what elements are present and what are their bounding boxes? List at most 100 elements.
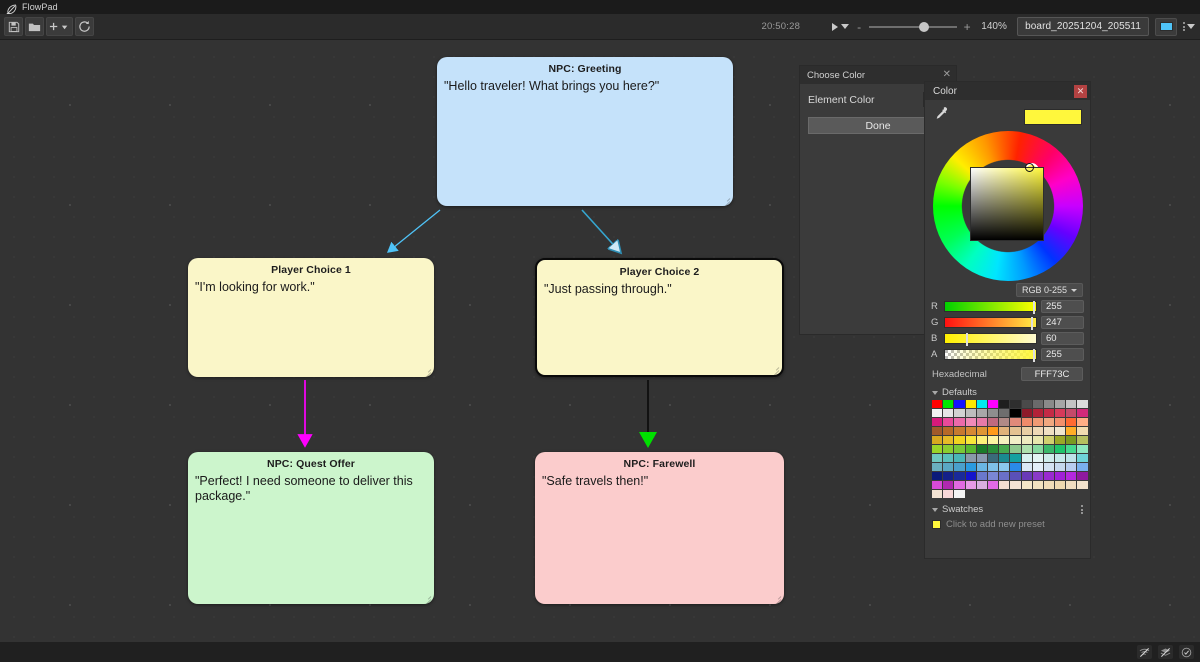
color-swatch[interactable] xyxy=(1010,436,1021,444)
color-swatch[interactable] xyxy=(1043,472,1055,480)
eyedropper-icon[interactable] xyxy=(933,106,949,127)
kebab-menu-icon[interactable] xyxy=(1081,505,1083,514)
color-swatch[interactable] xyxy=(1010,454,1021,462)
color-swatch[interactable] xyxy=(954,445,965,453)
color-swatch[interactable] xyxy=(1010,481,1021,489)
color-swatch[interactable] xyxy=(954,418,965,426)
color-swatch[interactable] xyxy=(1055,427,1066,435)
node-card[interactable]: NPC: Greeting"Hello traveler! What bring… xyxy=(437,57,733,206)
color-swatch[interactable] xyxy=(1077,409,1088,417)
color-swatch[interactable] xyxy=(1066,454,1077,462)
color-swatch[interactable] xyxy=(1055,445,1066,453)
color-swatch[interactable] xyxy=(1043,400,1055,408)
color-swatch[interactable] xyxy=(976,409,987,417)
color-swatch[interactable] xyxy=(943,445,954,453)
color-swatch[interactable] xyxy=(1032,436,1043,444)
color-swatch[interactable] xyxy=(976,445,987,453)
color-swatch[interactable] xyxy=(976,481,987,489)
color-swatch[interactable] xyxy=(1010,445,1021,453)
layers-off-icon[interactable] xyxy=(1158,645,1173,659)
node-card[interactable]: Player Choice 2"Just passing through." xyxy=(535,258,784,377)
color-swatch[interactable] xyxy=(932,427,943,435)
color-swatch[interactable] xyxy=(1066,427,1077,435)
play-icon[interactable] xyxy=(832,22,839,31)
kebab-menu-icon[interactable] xyxy=(1183,22,1195,31)
color-swatch[interactable] xyxy=(987,463,999,471)
color-swatch[interactable] xyxy=(965,427,976,435)
color-swatch[interactable] xyxy=(965,463,976,471)
color-swatch[interactable] xyxy=(954,400,965,408)
color-swatch[interactable] xyxy=(976,400,987,408)
chevron-down-icon[interactable] xyxy=(841,24,850,29)
color-swatch[interactable] xyxy=(932,472,943,480)
color-swatch[interactable] xyxy=(1077,445,1088,453)
color-swatch[interactable] xyxy=(1032,427,1043,435)
color-swatch[interactable] xyxy=(1077,454,1088,462)
color-swatch[interactable] xyxy=(976,454,987,462)
color-swatch[interactable] xyxy=(1021,418,1032,426)
color-swatch[interactable] xyxy=(976,436,987,444)
resize-handle[interactable] xyxy=(423,367,431,375)
zoom-slider[interactable] xyxy=(869,21,958,32)
color-swatch[interactable] xyxy=(1077,400,1088,408)
color-swatch[interactable] xyxy=(1032,472,1043,480)
color-swatch[interactable] xyxy=(965,445,976,453)
zoom-in-button[interactable]: + xyxy=(963,19,971,34)
color-swatch[interactable] xyxy=(1077,436,1088,444)
hexadecimal-field[interactable]: FFF73C xyxy=(1021,367,1083,381)
color-swatch[interactable] xyxy=(1043,427,1055,435)
color-swatch[interactable] xyxy=(943,418,954,426)
color-swatch[interactable] xyxy=(999,445,1010,453)
color-swatch[interactable] xyxy=(965,472,976,480)
color-swatch[interactable] xyxy=(932,463,943,471)
color-swatch[interactable] xyxy=(1066,409,1077,417)
color-swatch[interactable] xyxy=(1032,418,1043,426)
color-swatch[interactable] xyxy=(1043,418,1055,426)
color-swatch[interactable] xyxy=(1021,436,1032,444)
color-swatch[interactable] xyxy=(1010,472,1021,480)
channel-slider-handle[interactable] xyxy=(1033,301,1036,314)
color-swatch[interactable] xyxy=(1055,463,1066,471)
color-swatch[interactable] xyxy=(943,481,954,489)
channel-slider-handle[interactable] xyxy=(1031,317,1034,330)
color-swatch[interactable] xyxy=(999,418,1010,426)
color-swatch[interactable] xyxy=(987,454,999,462)
color-swatch[interactable] xyxy=(932,436,943,444)
node-body-text[interactable]: "Perfect! I need someone to deliver this… xyxy=(195,474,417,503)
add-preset-swatch[interactable] xyxy=(932,520,941,529)
save-icon[interactable] xyxy=(4,17,23,36)
color-swatch[interactable] xyxy=(999,472,1010,480)
chevron-down-icon[interactable] xyxy=(1187,24,1195,29)
color-swatch[interactable] xyxy=(1066,445,1077,453)
folder-open-icon[interactable] xyxy=(25,17,44,36)
color-swatch[interactable] xyxy=(1021,481,1032,489)
color-swatch[interactable] xyxy=(1055,472,1066,480)
node-body-text[interactable]: "Safe travels then!" xyxy=(542,474,649,488)
color-swatch[interactable] xyxy=(1021,427,1032,435)
color-swatch[interactable] xyxy=(943,409,954,417)
color-swatch[interactable] xyxy=(943,454,954,462)
channel-slider-handle[interactable] xyxy=(1033,349,1036,362)
channel-slider[interactable] xyxy=(944,317,1037,330)
color-swatch[interactable] xyxy=(943,400,954,408)
resize-handle[interactable] xyxy=(773,594,781,602)
color-swatch[interactable] xyxy=(1043,409,1055,417)
color-swatch[interactable] xyxy=(1043,436,1055,444)
color-swatch[interactable] xyxy=(987,445,999,453)
color-swatch[interactable] xyxy=(976,418,987,426)
color-swatch[interactable] xyxy=(954,490,965,498)
color-swatch[interactable] xyxy=(976,472,987,480)
color-swatch[interactable] xyxy=(932,454,943,462)
color-swatch[interactable] xyxy=(1032,454,1043,462)
color-swatch[interactable] xyxy=(1043,445,1055,453)
color-swatch[interactable] xyxy=(1010,409,1021,417)
swatches-section-header[interactable]: Swatches xyxy=(925,498,1090,517)
color-swatch[interactable] xyxy=(1032,400,1043,408)
close-icon[interactable]: ✕ xyxy=(942,69,951,80)
color-swatch[interactable] xyxy=(954,463,965,471)
channel-value-field[interactable]: 255 xyxy=(1041,300,1084,313)
node-card[interactable]: NPC: Farewell"Safe travels then!" xyxy=(535,452,784,604)
